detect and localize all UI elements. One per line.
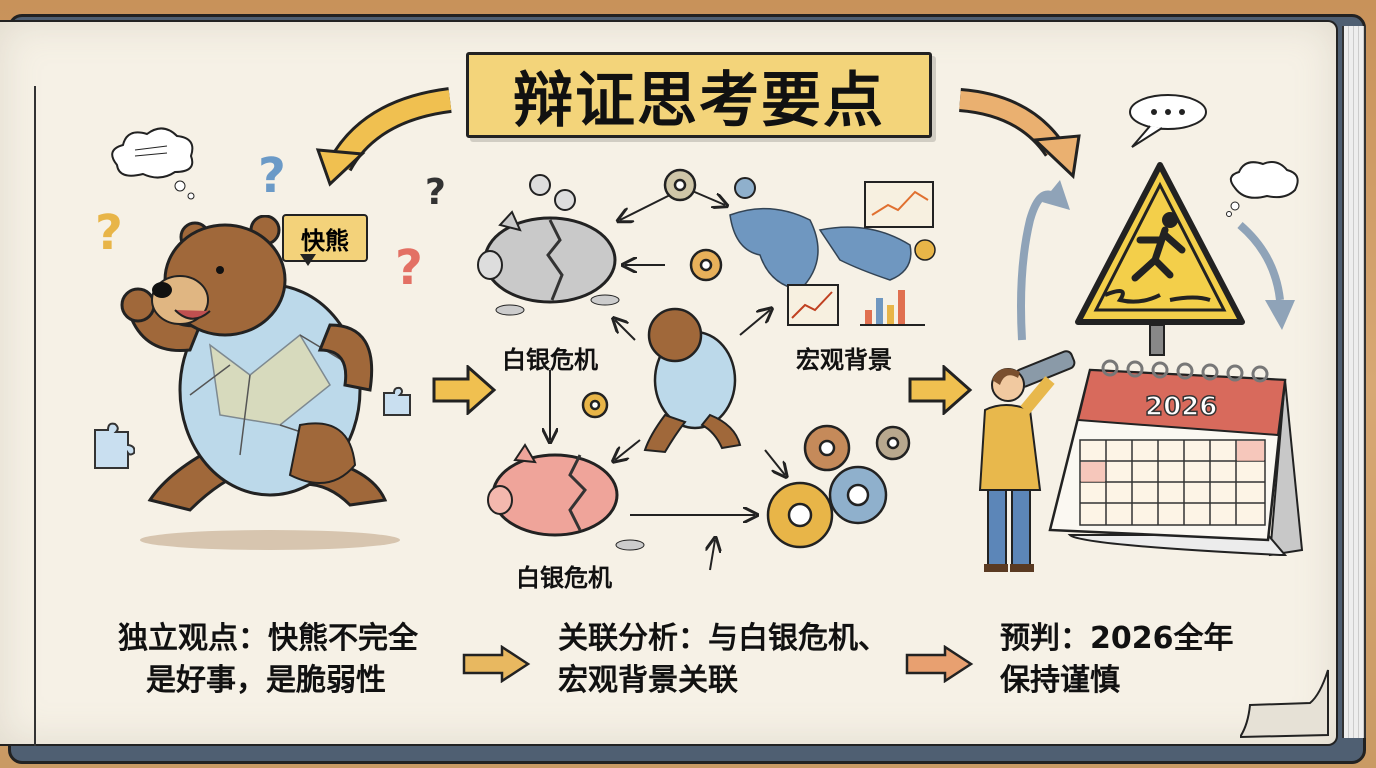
caption-independent-view: 独立观点：快熊不完全 是好事，是脆弱性	[118, 618, 418, 702]
page-binding-line	[34, 86, 36, 746]
caption-right-line2: 保持谨慎	[1000, 663, 1120, 698]
caption-left-line2: 是好事，是脆弱性	[146, 663, 386, 698]
speech-bubble-ellipsis-icon	[1129, 94, 1207, 148]
question-mark-red-icon: ?	[395, 240, 423, 296]
arrow-right-yellow-icon	[432, 365, 497, 415]
label-silver-crisis-bottom: 白银危机	[516, 564, 612, 592]
running-bear-illustration	[120, 215, 400, 550]
caption-right-line1: 预判：2026全年	[1000, 621, 1234, 656]
arrow-right-orange-icon	[905, 645, 974, 683]
caption-forecast: 预判：2026全年 保持谨慎	[1000, 618, 1234, 702]
caption-correlation-analysis: 关联分析：与白银危机、 宏观背景关联	[558, 618, 888, 702]
page-curl-icon	[1240, 669, 1329, 739]
caption-middle-line2: 宏观背景关联	[558, 663, 738, 698]
question-mark-black-icon: ?	[425, 172, 446, 213]
trend-chart-icon	[787, 284, 839, 326]
arrow-right-yellow-icon	[908, 365, 973, 415]
curved-arrow-left-icon	[315, 87, 452, 187]
thought-cloud-icon	[111, 127, 195, 200]
slippery-warning-sign-icon	[1017, 162, 1295, 356]
bar-chart-icon	[860, 290, 925, 326]
silver-piggy-bank-icon	[477, 174, 620, 316]
caption-left-line1: 独立观点：快熊不完全	[118, 621, 418, 656]
label-macro-background: 宏观背景	[796, 346, 892, 374]
pink-piggy-bank-icon	[487, 443, 645, 551]
person-with-telescope-icon	[978, 350, 1076, 572]
puzzle-piece-icon	[94, 422, 135, 469]
line-chart-icon	[864, 181, 934, 228]
world-map-icon	[729, 207, 912, 291]
puzzle-piece-icon	[383, 386, 411, 416]
globe-icon	[734, 177, 756, 199]
question-mark-yellow-icon: ?	[95, 205, 123, 261]
calendar-year: 2026	[1145, 392, 1217, 422]
calendar-2026-icon: 2026	[1048, 359, 1304, 557]
title-banner: 辩证思考要点	[466, 52, 932, 138]
page-edges	[1342, 26, 1366, 738]
page-title: 辩证思考要点	[513, 65, 885, 136]
thought-cloud-icon	[1226, 161, 1299, 217]
bear-speech-bubble: 快熊	[282, 214, 368, 266]
label-silver-crisis-top: 白银危机	[502, 346, 598, 374]
curved-arrow-right-icon	[958, 88, 1081, 180]
relationship-network-diagram	[477, 168, 936, 571]
arrow-right-yellow-icon	[462, 645, 531, 683]
bear-label: 快熊	[301, 226, 349, 255]
caption-middle-line1: 关联分析：与白银危机、	[558, 621, 888, 656]
small-bear-icon	[643, 307, 742, 454]
pie-chart-icon	[914, 239, 936, 261]
question-mark-blue-icon: ?	[258, 148, 286, 204]
